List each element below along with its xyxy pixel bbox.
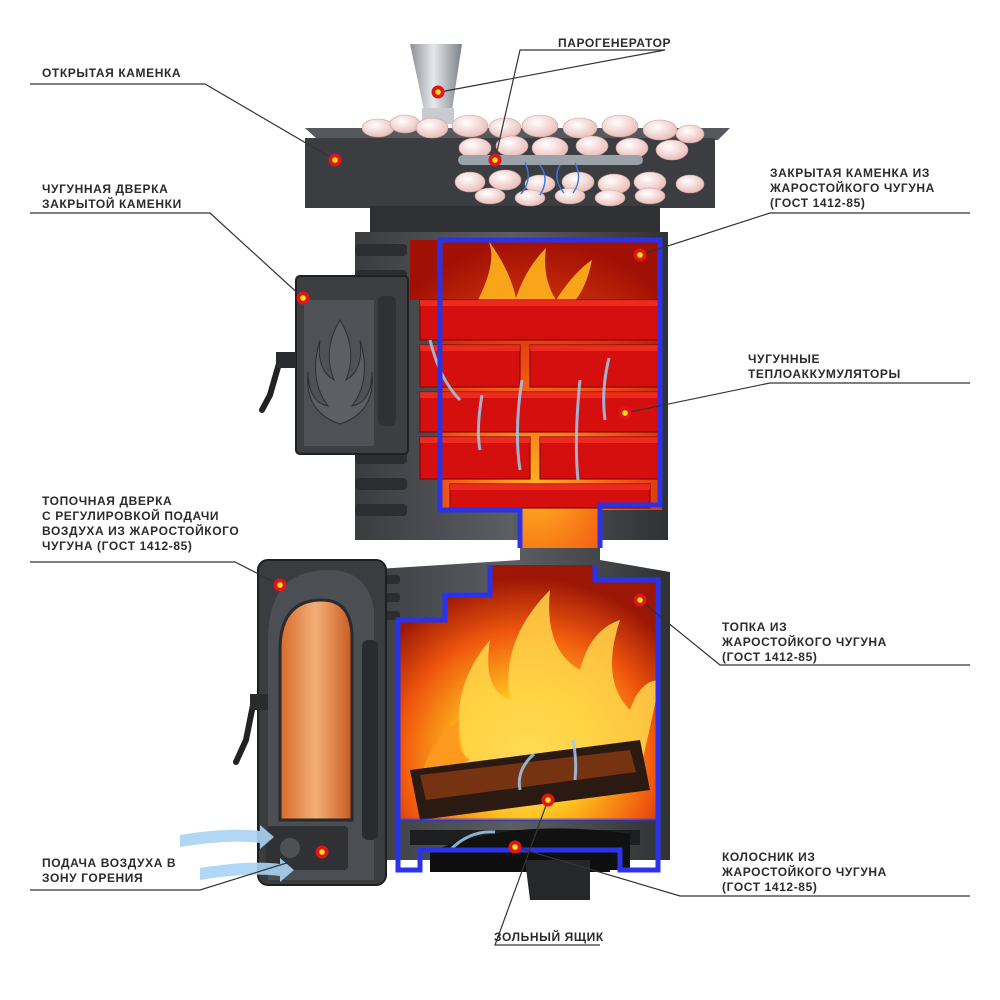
stone	[361, 118, 395, 138]
cooling-rib	[355, 478, 407, 490]
stone	[575, 135, 609, 157]
sauna-stones	[361, 114, 705, 207]
stone	[634, 187, 666, 205]
stone	[495, 135, 529, 157]
heat-accumulator-blocks	[419, 299, 661, 509]
air-intake-arrows	[180, 825, 294, 882]
accumulator-highlight	[420, 345, 520, 351]
burning-logs	[410, 740, 650, 820]
callout-marker-center	[622, 410, 628, 416]
label-open-heater: ОТКРЫТАЯ КАМЕНКА	[42, 66, 182, 80]
accumulator-block	[419, 436, 531, 480]
cooling-rib	[355, 244, 407, 256]
stone	[451, 114, 489, 138]
steam-pipe	[410, 44, 462, 124]
closed-heater-door	[259, 275, 409, 455]
label-air-supply: ПОДАЧА ВОЗДУХА В ЗОНУ ГОРЕНИЯ	[42, 856, 177, 885]
label-firebox: ТОПКА ИЗ ЖАРОСТОЙКОГО ЧУГУНА (ГОСТ 1412-…	[722, 620, 887, 664]
stone	[562, 117, 598, 139]
stone	[488, 117, 522, 139]
stone	[454, 171, 486, 193]
stone	[521, 114, 559, 138]
closed-heater-cutaway-outline	[437, 237, 663, 548]
stone	[675, 124, 705, 144]
airflow-arrows-lower	[448, 739, 578, 852]
label-ash-box: ЗОЛЬНЫЙ ЯЩИК	[494, 930, 604, 944]
callout-marker-center	[545, 797, 551, 803]
callout-marker-center	[332, 157, 338, 163]
accumulator-highlight	[420, 300, 660, 306]
accumulator-block	[419, 344, 521, 388]
label-closed-heater: ЗАКРЫТАЯ КАМЕНКА ИЗ ЖАРОСТОЙКОГО ЧУГУНА …	[770, 166, 935, 210]
accumulator-highlight	[420, 437, 530, 443]
accumulator-highlight	[450, 484, 650, 490]
stone	[675, 174, 705, 194]
label-firebox-door: ТОПОЧНАЯ ДВЕРКА С РЕГУЛИРОВКОЙ ПОДАЧИ ВО…	[42, 494, 240, 553]
accumulator-block	[529, 344, 661, 388]
leader-lines	[30, 49, 970, 946]
callout-marker-center	[512, 844, 518, 850]
stone	[474, 187, 506, 205]
callout-marker-center	[319, 849, 325, 855]
label-steam-generator: ПАРОГЕНЕРАТОР	[558, 36, 672, 50]
stone	[415, 117, 449, 139]
callout-marker-center	[435, 89, 441, 95]
accumulator-block	[539, 436, 661, 480]
accumulator-highlight	[540, 437, 660, 443]
stone	[594, 189, 626, 207]
accumulator-highlight	[420, 392, 660, 398]
stone	[488, 169, 522, 191]
stone	[601, 114, 639, 138]
label-closed-heater-door: ЧУГУННАЯ ДВЕРКА ЗАКРЫТОЙ КАМЕНКИ	[42, 182, 182, 211]
accumulator-highlight	[530, 345, 660, 351]
stone	[642, 119, 678, 141]
steam-generator-bar	[458, 155, 643, 196]
stone	[554, 187, 586, 205]
callout-marker-center	[637, 597, 643, 603]
label-heat-accumulators: ЧУГУННЫЕ ТЕПЛОАККУМУЛЯТОРЫ	[748, 352, 901, 381]
firebox-cutaway-outline	[395, 565, 661, 873]
label-grate: КОЛОСНИК ИЗ ЖАРОСТОЙКОГО ЧУГУНА (ГОСТ 14…	[722, 850, 887, 894]
stone	[655, 139, 689, 161]
firebox-door	[233, 559, 387, 886]
cooling-rib	[355, 504, 407, 516]
callout-marker-center	[300, 295, 306, 301]
airflow-arrows-upper	[428, 339, 611, 481]
callout-marker-center	[637, 252, 643, 258]
callout-marker-center	[277, 582, 283, 588]
stone	[389, 114, 421, 134]
callout-markers	[273, 85, 647, 859]
callout-marker-center	[492, 157, 498, 163]
ash-box	[430, 850, 610, 900]
stone	[514, 189, 546, 207]
